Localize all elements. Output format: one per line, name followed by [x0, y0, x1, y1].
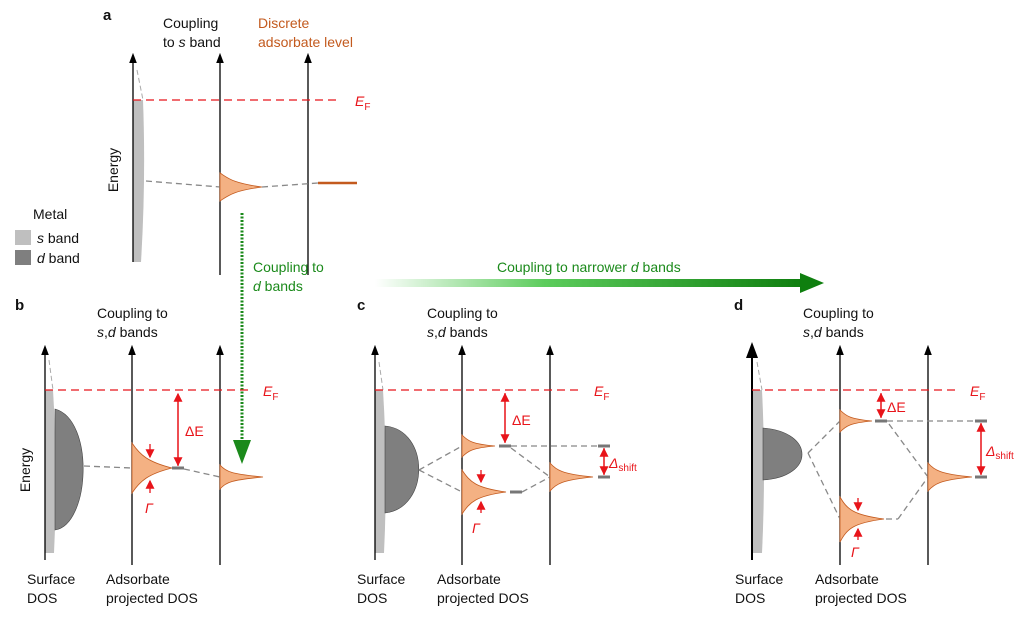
s-band-tail: [136, 69, 144, 101]
energy-axis-label-b: Energy: [17, 448, 33, 492]
d-band-dos-c: [384, 425, 419, 514]
gamma-label-d: Γ: [851, 544, 860, 560]
connector-c2: [418, 469, 463, 493]
panel-c-title-1: Coupling to: [427, 305, 498, 321]
fermi-label-a: EF: [355, 93, 370, 113]
connector-c5: [521, 476, 551, 493]
legend-title: Metal: [33, 206, 67, 222]
panel-d: d Coupling to s,d bands EF Δshift ΔE Γ S…: [734, 297, 1014, 606]
s-band-dos: [133, 100, 145, 262]
s-band-tail-d: [756, 361, 763, 391]
delta-shift-label-c: Δshift: [608, 455, 637, 474]
adsorbate-dos-label-b-1: Adsorbate: [106, 571, 170, 587]
connector-a2: [261, 182, 319, 188]
fermi-label-d: EF: [970, 383, 985, 403]
panel-a-title-2: to s band: [163, 34, 221, 50]
delta-shift-label-d: Δshift: [985, 443, 1014, 462]
delta-e-label-c: ΔE: [512, 412, 531, 428]
panel-c-title-2: s,d bands: [427, 324, 488, 340]
energy-axis-label-a: Energy: [105, 148, 121, 192]
adsorbate-dos-a: [219, 172, 263, 202]
adsorbate-dos-label-c-2: projected DOS: [437, 590, 529, 606]
panel-a-title-1: Coupling: [163, 15, 218, 31]
connector-d2: [807, 452, 841, 520]
connector-c1: [418, 445, 463, 471]
connector-b2: [183, 468, 221, 478]
gamma-label-c: Γ: [472, 520, 481, 536]
legend: Metal s band d band: [15, 206, 80, 266]
legend-d-swatch: [15, 250, 31, 265]
connector-a1: [145, 180, 221, 188]
s-band-tail-b: [48, 359, 54, 391]
adsorbate-level-b: [219, 463, 264, 491]
connector-c4: [510, 447, 551, 478]
legend-d-label: d band: [37, 250, 80, 266]
legend-s-label: s band: [37, 230, 79, 246]
coupling-to-d-label-1: Coupling to: [253, 259, 324, 275]
discrete-level-label-2: adsorbate level: [258, 34, 353, 50]
adsorbate-dos-label-d-1: Adsorbate: [815, 571, 879, 587]
adsorbate-dos-d-lower: [839, 495, 885, 543]
coupling-to-d-label-2: d bands: [253, 278, 303, 294]
gamma-label-b: Γ: [145, 500, 154, 516]
panel-b-letter: b: [15, 297, 24, 314]
panel-b-title-1: Coupling to: [97, 305, 168, 321]
surface-dos-label-d-1: Surface: [735, 571, 783, 587]
panel-a-letter: a: [103, 7, 112, 24]
s-band-dos-d: [752, 390, 764, 553]
adsorbate-level-c: [549, 461, 594, 493]
connector-d4: [888, 423, 929, 478]
adsorbate-dos-label-b-2: projected DOS: [106, 590, 198, 606]
panel-c-letter: c: [357, 297, 365, 314]
surface-dos-label-d-2: DOS: [735, 590, 765, 606]
surface-dos-label-c-2: DOS: [357, 590, 387, 606]
panel-d-letter: d: [734, 297, 743, 314]
adsorbate-dos-d-upper: [839, 409, 873, 433]
panel-d-title-1: Coupling to: [803, 305, 874, 321]
panel-b-title-2: s,d bands: [97, 324, 158, 340]
panel-b: b Coupling to s,d bands EF Energy ΔE Γ S…: [15, 297, 278, 606]
adsorbate-dos-b: [131, 441, 173, 495]
legend-s-swatch: [15, 230, 31, 245]
connector-d1: [807, 420, 841, 454]
adsorbate-dos-c-lower: [461, 468, 507, 516]
panel-d-title-2: s,d bands: [803, 324, 864, 340]
d-band-dos-d: [762, 427, 803, 481]
connector-d5: [897, 476, 929, 520]
narrower-d-arrow-shaft: [375, 279, 800, 287]
s-band-dos-b: [45, 390, 56, 553]
fermi-label-c: EF: [594, 383, 609, 403]
adsorbate-dos-label-d-2: projected DOS: [815, 590, 907, 606]
surface-dos-label-b-2: DOS: [27, 590, 57, 606]
s-band-dos-c: [375, 390, 386, 553]
transitions: Coupling to d bands Coupling to narrower…: [233, 213, 824, 464]
panel-a: a Coupling to s band Discrete adsorbate …: [103, 7, 370, 275]
connector-b1: [83, 465, 133, 469]
adsorbate-level-d: [927, 461, 973, 493]
s-band-tail-c: [378, 361, 384, 391]
panel-c: c Coupling to s,d bands EF Δshift ΔE Γ S…: [357, 297, 637, 606]
adsorbate-dos-label-c-1: Adsorbate: [437, 571, 501, 587]
delta-e-label-d: ΔE: [887, 399, 906, 415]
surface-dos-label-c-1: Surface: [357, 571, 405, 587]
adsorbate-dos-c-upper: [461, 434, 496, 458]
discrete-level-label-1: Discrete: [258, 15, 310, 31]
narrower-d-arrow-head: [800, 273, 824, 293]
d-band-dos-b: [54, 408, 84, 531]
fermi-label-b: EF: [263, 383, 278, 403]
surface-dos-label-b-1: Surface: [27, 571, 75, 587]
narrower-d-label: Coupling to narrower d bands: [497, 259, 681, 275]
delta-e-label-b: ΔE: [185, 423, 204, 439]
